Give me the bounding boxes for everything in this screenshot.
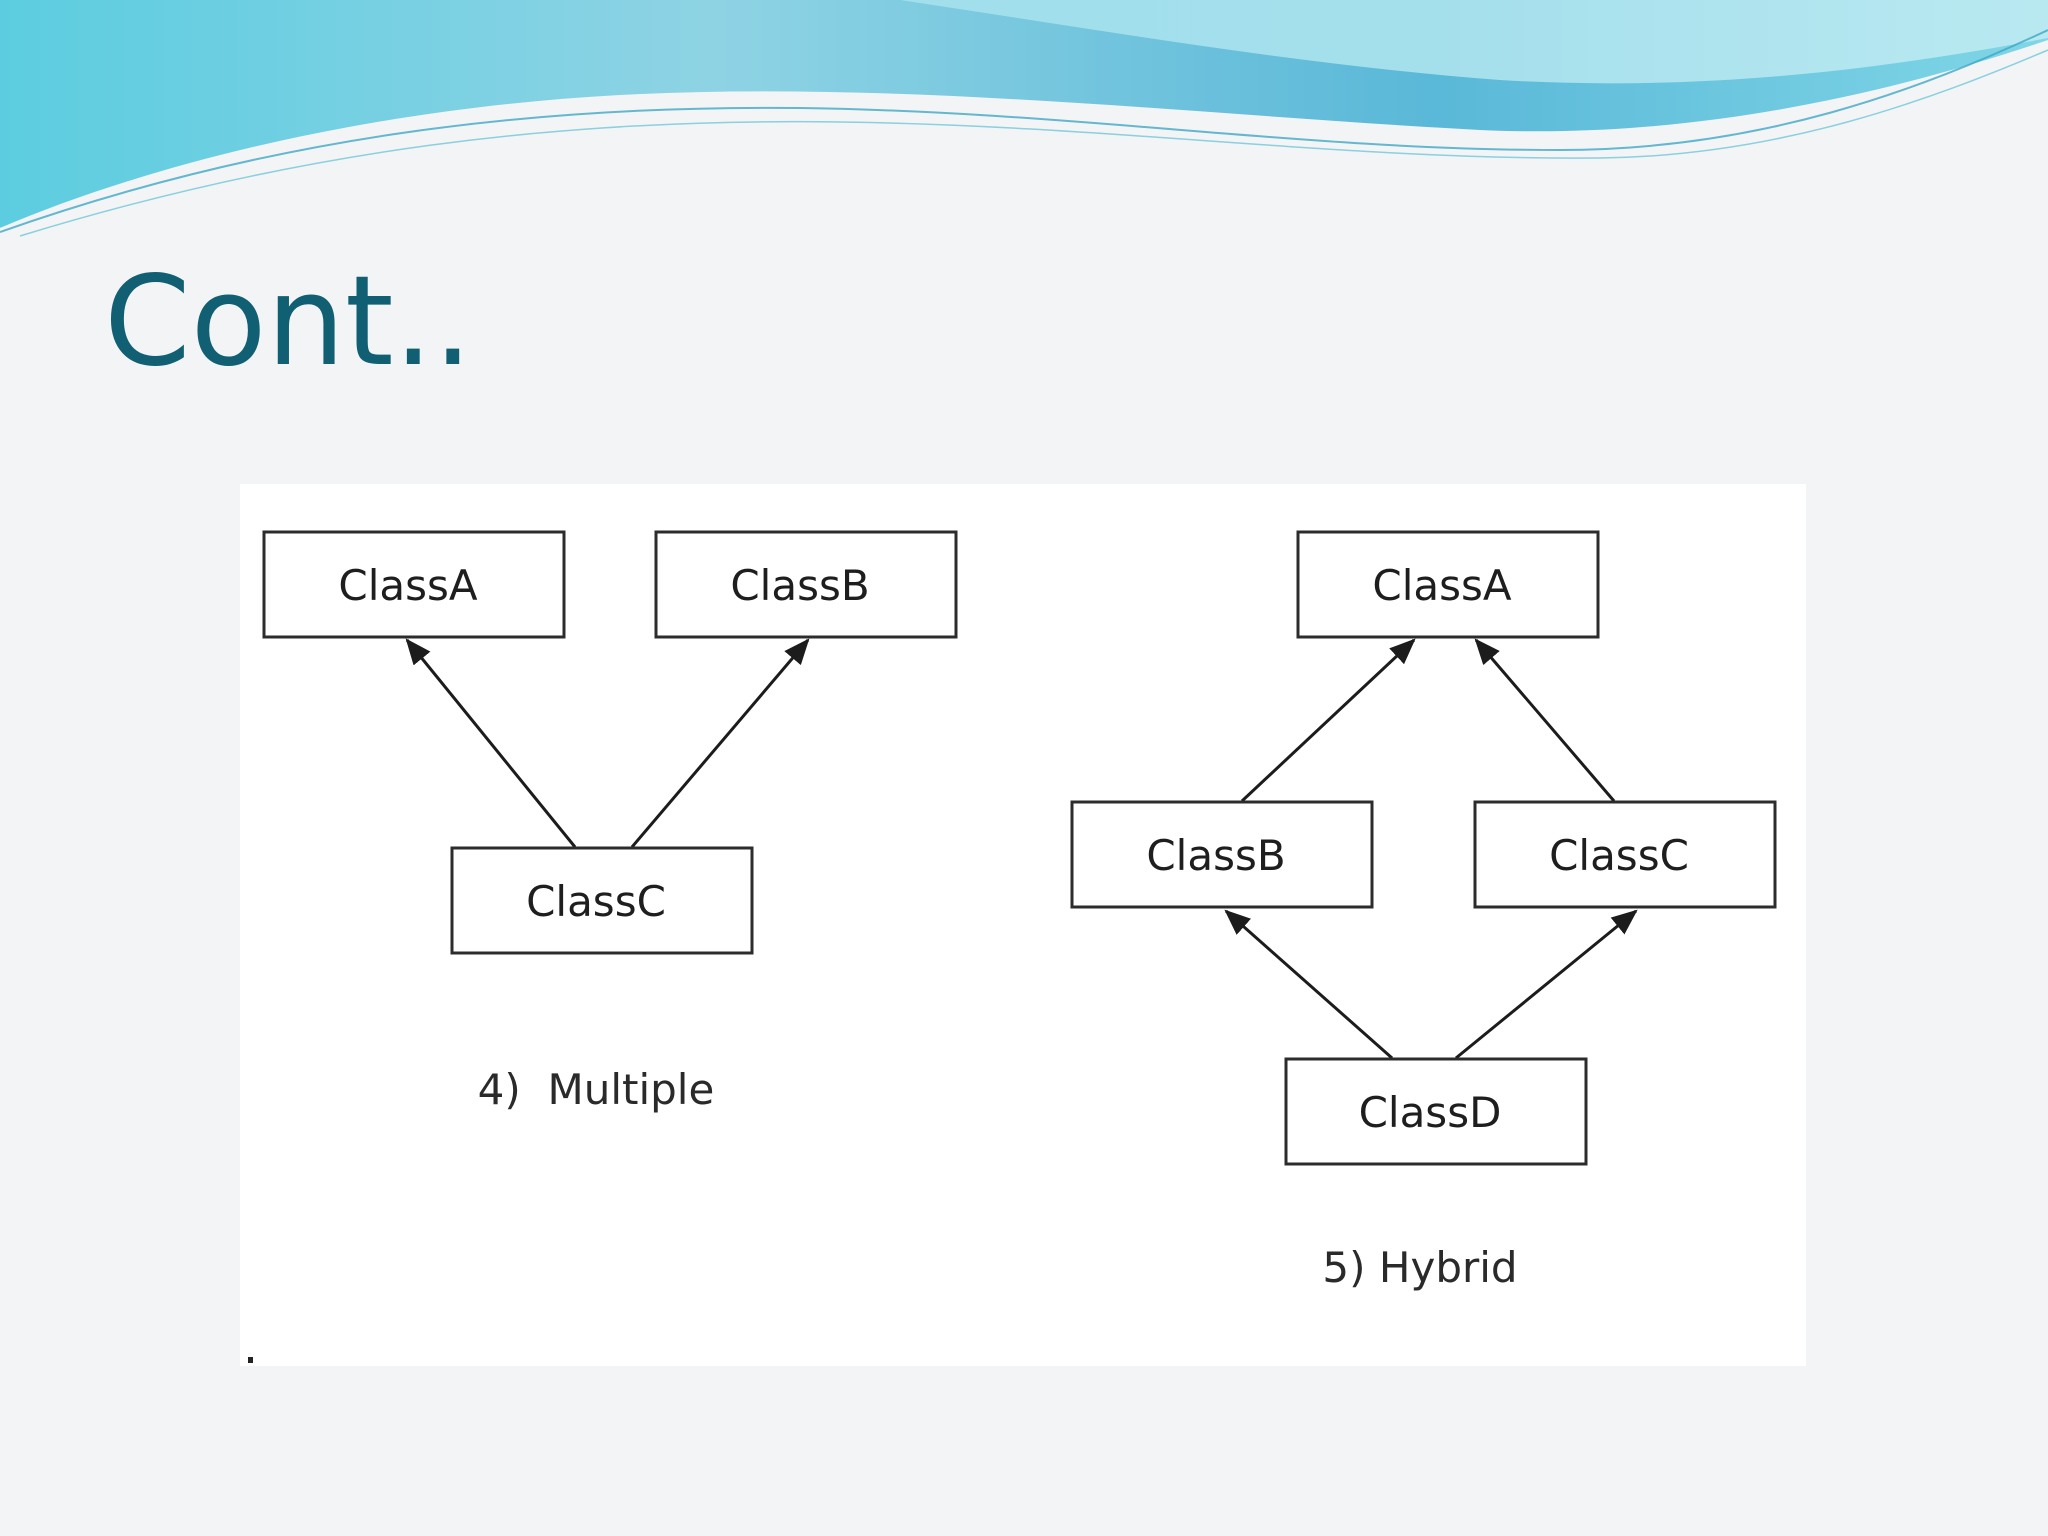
- edge-hybrid-c-to-a: [1474, 638, 1616, 802]
- hybrid-inheritance-diagram: ClassA ClassB ClassC ClassD 5) Hybrid: [1070, 530, 1777, 1292]
- node-hybrid-class-a-label: ClassA: [1372, 561, 1511, 610]
- node-multiple-class-c-label: ClassC: [526, 877, 666, 926]
- node-hybrid-class-b: ClassB: [1070, 800, 1374, 909]
- node-multiple-class-b: ClassB: [654, 530, 958, 639]
- multiple-inheritance-diagram: ClassA ClassB ClassC 4) Multiple: [262, 530, 958, 1114]
- edge-hybrid-d-to-b: [1224, 909, 1393, 1060]
- node-hybrid-class-c-label: ClassC: [1549, 831, 1689, 880]
- caption-hybrid: 5) Hybrid: [1322, 1243, 1517, 1292]
- node-multiple-class-c: ClassC: [450, 846, 754, 955]
- edge-hybrid-d-to-c: [1455, 909, 1638, 1060]
- caption-multiple: 4) Multiple: [478, 1065, 715, 1114]
- node-multiple-class-a: ClassA: [262, 530, 566, 639]
- node-hybrid-class-d-label: ClassD: [1359, 1088, 1502, 1137]
- header-wave-decoration: [0, 0, 2048, 240]
- node-hybrid-class-d: ClassD: [1284, 1057, 1588, 1166]
- edge-multiple-c-to-b: [630, 638, 810, 848]
- node-hybrid-class-a: ClassA: [1296, 530, 1600, 639]
- node-hybrid-class-c: ClassC: [1473, 800, 1777, 909]
- edge-hybrid-b-to-a: [1240, 638, 1416, 803]
- slide-title: Cont..: [104, 250, 473, 394]
- node-hybrid-class-b-label: ClassB: [1146, 831, 1285, 880]
- edge-multiple-c-to-a: [405, 638, 577, 848]
- node-multiple-class-a-label: ClassA: [338, 561, 477, 610]
- stray-dot-mark: [248, 1357, 253, 1363]
- node-multiple-class-b-label: ClassB: [730, 561, 869, 610]
